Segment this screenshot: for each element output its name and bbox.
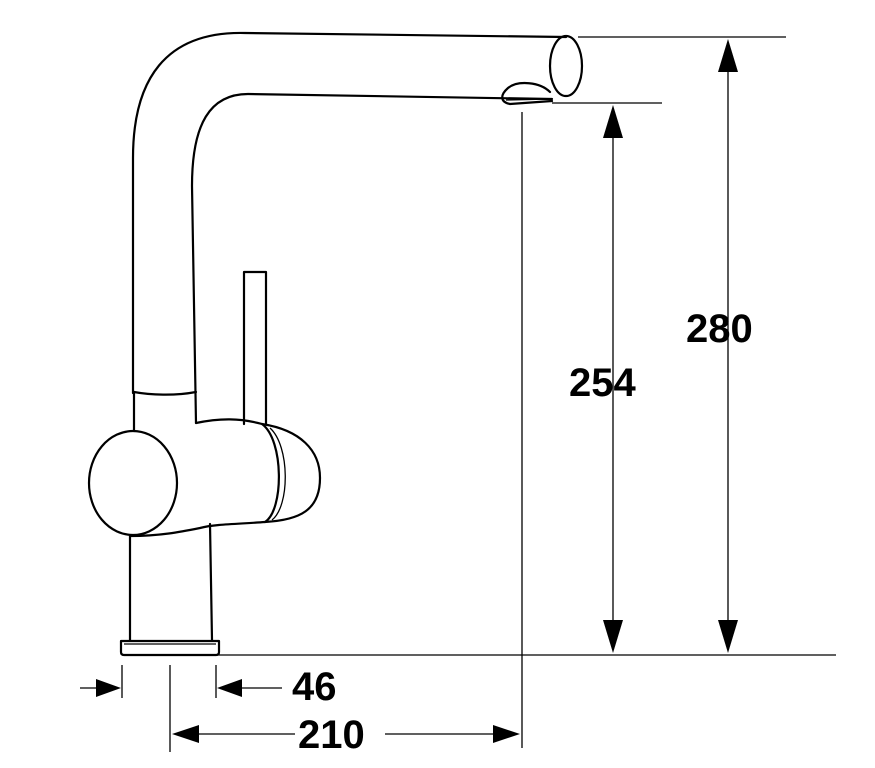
dimension-base-width: 46 [80, 665, 337, 709]
dim-46-arrow-left [96, 679, 121, 697]
dim-280-label: 280 [686, 307, 753, 351]
dim-46-arrow-right [217, 679, 242, 697]
spout-joint-line [132, 390, 198, 396]
reference-lines [121, 36, 836, 752]
dim-280-arrow-bottom [718, 620, 738, 653]
dimension-spout-height: 254 [569, 105, 636, 653]
dim-280-arrow-top [718, 39, 738, 72]
lever-handle [242, 270, 268, 426]
mixer-housing-band-inner [269, 427, 286, 521]
dim-254-arrow-top [603, 105, 623, 138]
spout-tip [548, 34, 584, 98]
spout-outer-edge [131, 31, 568, 395]
dim-210-label: 210 [298, 713, 365, 757]
dimension-total-height: 280 [686, 39, 753, 653]
spout-inner-edge [190, 92, 554, 425]
aerator-nozzle [501, 82, 554, 106]
dim-46-label: 46 [292, 665, 337, 709]
dim-210-arrow-right [493, 725, 520, 743]
lower-body [128, 522, 214, 642]
dimension-reach: 210 [172, 713, 520, 757]
base-flange [119, 639, 221, 657]
faucet-outline [87, 31, 584, 657]
mixer-housing [128, 418, 322, 538]
side-knob [87, 429, 179, 537]
dim-254-label: 254 [569, 361, 636, 405]
aerator-ring [505, 98, 553, 101]
mixer-housing-band [260, 422, 280, 524]
dim-254-arrow-bottom [603, 620, 623, 653]
dim-210-arrow-left [172, 725, 199, 743]
